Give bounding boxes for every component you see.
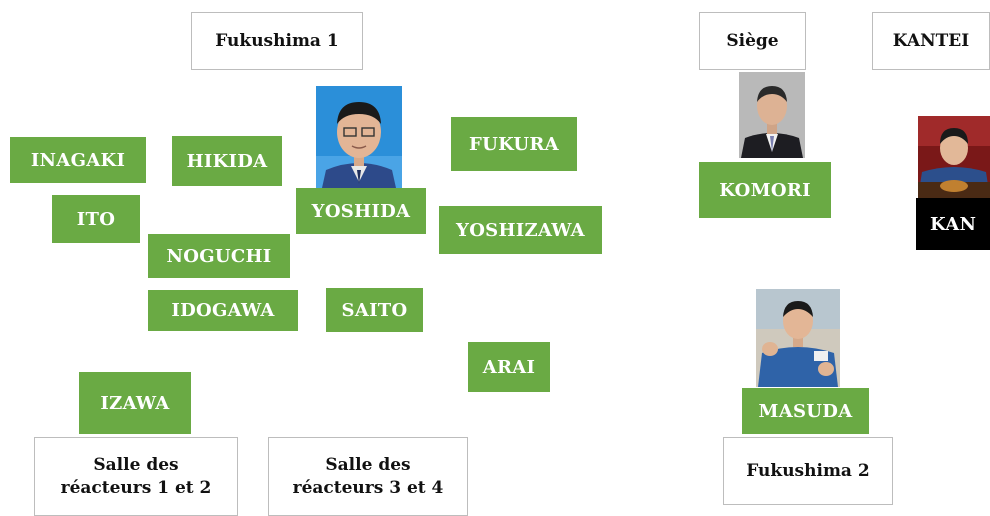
name-tag-label: NOGUCHI (166, 245, 272, 267)
komori-portrait (739, 72, 805, 158)
kan-portrait (918, 116, 990, 198)
name-tag-label: YOSHIDA (311, 200, 411, 222)
name-tag-hikida: HIKIDA (172, 136, 282, 186)
location-box-siege: Siège (699, 12, 806, 70)
name-tag-label: IZAWA (100, 392, 170, 414)
name-tag-label: KOMORI (719, 179, 811, 201)
name-tag-yoshizawa: YOSHIZAWA (439, 206, 602, 254)
location-label-line-2: réacteurs 1 et 2 (60, 477, 212, 498)
name-tag-komori: KOMORI (699, 162, 831, 218)
name-tag-label: SAITO (341, 299, 408, 321)
name-tag-ito: ITO (52, 195, 140, 243)
name-tag-label: FUKURA (469, 133, 559, 155)
name-tag-label: KAN (930, 213, 977, 235)
location-box-fukushima-2: Fukushima 2 (723, 437, 893, 505)
name-tag-label: YOSHIZAWA (456, 219, 585, 241)
name-tag-fukura: FUKURA (451, 117, 577, 171)
name-tag-label: INAGAKI (30, 149, 126, 171)
masuda-portrait (756, 289, 840, 387)
yoshida-portrait (316, 86, 402, 188)
name-tag-idogawa: IDOGAWA (148, 290, 298, 331)
name-tag-inagaki: INAGAKI (10, 137, 146, 183)
name-tag-label: ARAI (482, 356, 536, 378)
name-tag-label: ITO (76, 208, 116, 230)
name-tag-label: MASUDA (758, 400, 853, 422)
name-tag-label: HIKIDA (186, 150, 268, 172)
name-tag-yoshida: YOSHIDA (296, 188, 426, 234)
location-label: KANTEI (892, 30, 970, 51)
name-tag-noguchi: NOGUCHI (148, 234, 290, 278)
location-label-line-1: Salle des (325, 454, 411, 475)
name-tag-label: IDOGAWA (171, 300, 275, 321)
location-box-salle-3-4: Salle des réacteurs 3 et 4 (268, 437, 468, 516)
location-box-salle-1-2: Salle des réacteurs 1 et 2 (34, 437, 238, 516)
name-tag-masuda: MASUDA (742, 388, 869, 434)
name-tag-saito: SAITO (326, 288, 423, 332)
location-label: Fukushima 2 (746, 460, 870, 481)
location-label-line-1: Salle des (93, 454, 179, 475)
name-tag-arai: ARAI (468, 342, 550, 392)
location-box-fukushima-1: Fukushima 1 (191, 12, 363, 70)
location-label: Siège (726, 30, 779, 51)
name-tag-izawa: IZAWA (79, 372, 191, 434)
location-label-line-2: réacteurs 3 et 4 (292, 477, 444, 498)
name-tag-kan: KAN (916, 198, 990, 250)
location-label: Fukushima 1 (215, 30, 339, 51)
location-box-kantei: KANTEI (872, 12, 990, 70)
